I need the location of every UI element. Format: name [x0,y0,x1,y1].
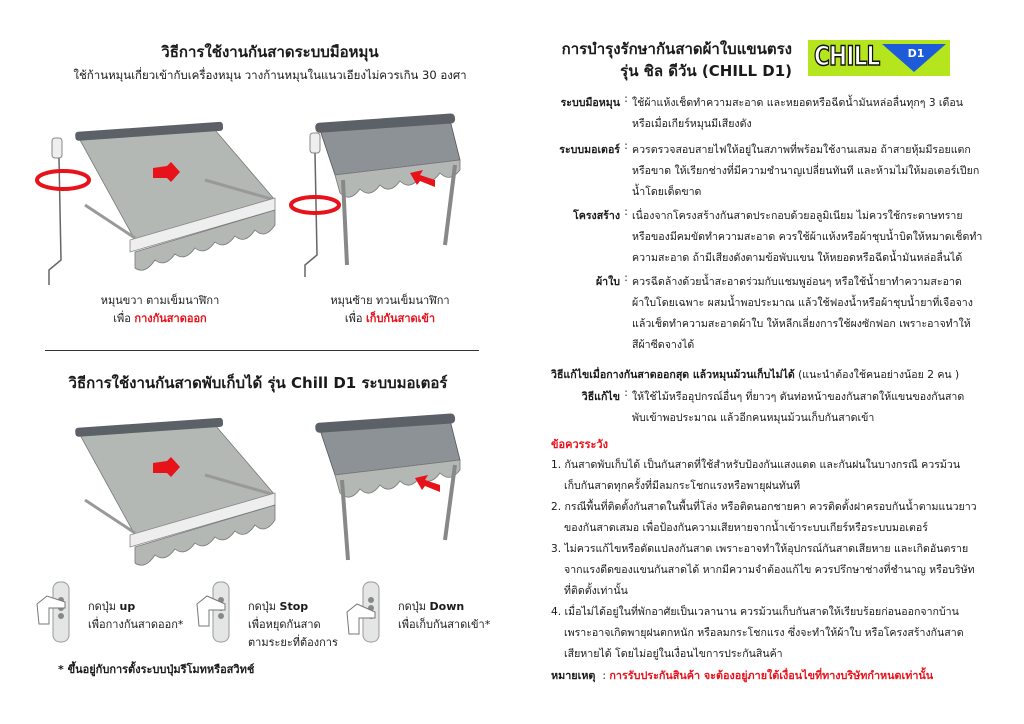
caution-item: 3. ไม่ควรแก้ไขหรือดัดแปลงกันสาด เพราะอาจ… [551,539,977,602]
maintenance-title-line2: รุ่น ชิล ดีวัน (CHILL D1) [620,62,792,80]
caption-open-action: กางกันสาดออก [134,312,207,325]
section-line: พับเข้าพอประมาณ แล้วอีกคนหมุนม้วนเก็บกัน… [632,412,875,424]
caution-line: เสียหายได้ โดยไม่อยู่ในเงื่อนไขการประกัน… [564,648,783,660]
section-motor: ระบบมอเตอร์: ควรตรวจสอบสายไฟให้อยู่ในสภา… [548,140,988,203]
awning-close-motor-illustration [315,413,461,561]
footnote: * ขึ้นอยู่กับการตั้งระบบปุ่มรีโมทหรือสวิ… [58,663,255,676]
section-line: หรือขาด ให้เรียกช่างที่มีความชำนาญเปลี่ย… [632,165,980,177]
caution-heading: ข้อควรระวัง [551,438,608,451]
caution-line: 2. กรณีพื้นที่ติดตั้งกันสาดในพื้นที่โล่ง… [551,501,977,513]
fix-heading: วิธีแก้ไขเมื่อกางกันสาดออกสุด แล้วหมุนม้… [551,369,795,381]
section-line: ให้ใช้ไม้หรืออุปกรณ์อื่นๆ ที่ยาวๆ ดันท่อ… [632,391,965,403]
section-line: ใช้ผ้าแห้งเช็ดทำความสะอาด และหยอดหรือฉีด… [632,97,964,109]
caption-open: หมุนขวา ตามเข็มนาฬิกา เพื่อ กางกันสาดออก [101,292,220,328]
section-line: เนื่องจากโครงสร้างกันสาดประกอบด้วยอลูมิเ… [632,210,963,222]
remote-stop-button-label: Stop [279,600,309,613]
caption-open-line1: หมุนขวา ตามเข็มนาฬิกา [100,294,220,307]
remote-stop-desc-1: เพื่อหยุดกันสาด [248,618,321,631]
fix-heading-row: วิธีแก้ไขเมื่อกางกันสาดออกสุด แล้วหมุนม้… [551,366,959,383]
arrow-icon [153,162,180,182]
section-label: ผ้าใบ [595,276,620,288]
remote-up-desc: เพื่อกางกันสาดออก* [88,618,184,631]
awning-open-motor-illustration [75,417,276,566]
caution-list: 1. กันสาดพับเก็บได้ เป็นกันสาดที่ใช้สำหร… [551,455,977,665]
section-line: ควรฉีดล้างด้วยน้ำสะอาดร่วมกับแชมพูอ่อนๆ … [632,276,962,288]
section-line: หรือเมื่อเกียร์หมุนมีเสียงดัง [632,118,752,130]
section-structure: โครงสร้าง: เนื่องจากโครงสร้างกันสาดประกอ… [548,206,988,269]
section-label: ระบบมือหมุน [560,97,620,109]
section-fabric: ผ้าใบ: ควรฉีดล้างด้วยน้ำสะอาดร่วมกับแชมพ… [548,272,988,356]
caution-line: เพราะอาจเกิดพายุฝนตกหนัก หรือลมกระโชกแรง… [564,627,964,639]
remote-down-prefix: กดปุ่ม [398,600,427,613]
caution-item: 1. กันสาดพับเก็บได้ เป็นกันสาดที่ใช้สำหร… [551,455,977,497]
caution-line: 3. ไม่ควรแก้ไขหรือดัดแปลงกันสาด เพราะอาจ… [551,543,969,555]
awning-close-manual-illustration [289,113,461,277]
section-label: วิธีแก้ไข [581,391,620,403]
remote-down-button-label: Down [429,600,465,613]
section-label: ระบบมอเตอร์ [559,144,620,156]
note-label: หมายเหตุ [551,669,596,682]
maintenance-title-line1: การบำรุงรักษากันสาดผ้าใบแขนตรง [561,40,792,58]
caution-line: ที่ติดตั้งเท่านั้น [564,585,628,597]
remote-hand-icon [196,581,230,643]
remote-hand-icon [36,581,70,643]
arrow-icon [153,457,180,477]
section-fix: วิธีแก้ไข: ให้ใช้ไม้หรืออุปกรณ์อื่นๆ ที่… [548,387,988,429]
arrow-icon [415,475,440,492]
section-line: ควรตรวจสอบสายไฟให้อยู่ในสภาพที่พร้อมใช้ง… [632,144,971,156]
section-divider [45,350,479,351]
maintenance-title: การบำรุงรักษากันสาดผ้าใบแขนตรง รุ่น ชิล … [560,38,792,82]
section-line: น้ำโดยเด็ดขาด [632,186,702,198]
rotate-clockwise-icon [35,169,91,191]
section-line: แล้วเช็ดทำความสะอาดผ้าใบ ให้หลีกเลี่ยงกา… [632,318,971,330]
caution-line: 4. เมื่อไม่ได้อยู่ในที่พักอาศัยเป็นเวลาน… [551,606,959,618]
note-row: หมายเหตุ : การรับประกันสินค้า จะต้องอยู่… [551,669,934,682]
awning-open-manual-illustration [35,121,276,285]
section-line: สีผ้าซีดจางได้ [632,339,695,351]
caution-line: จากแรงดีดของแขนกันสาดได้ หากมีความจำต้อง… [564,564,975,576]
rotate-counterclockwise-icon [289,195,341,215]
caution-line: ของกันสาดเสมอ เพื่อป้องกันความเสียหายจาก… [564,522,928,534]
logo-badge: D1 [882,44,946,72]
section-line: ผ้าใบโดยเฉพาะ ผสมน้ำพอประมาณ แล้วใช้ฟองน… [632,297,973,309]
chill-d1-logo: CHILL D1 [808,40,950,76]
remote-up-button-label: up [119,600,136,613]
caption-close: หมุนซ้าย ทวนเข็มนาฬิกา เพื่อ เก็บกันสาดเ… [330,292,449,328]
remote-stop-desc-2: ตามระยะที่ต้องการ [248,636,338,649]
caution-line: 1. กันสาดพับเก็บได้ เป็นกันสาดที่ใช้สำหร… [551,459,961,471]
remote-stop-prefix: กดปุ่ม [248,600,277,613]
section-manual: ระบบมือหมุน: ใช้ผ้าแห้งเช็ดทำความสะอาด แ… [548,93,988,135]
caption-close-prefix: เพื่อ [344,312,363,325]
remote-up: กดปุ่ม up เพื่อกางกันสาดออก* [35,581,195,643]
motor-title: วิธีการใช้งานกันสาดพับเก็บได้ รุ่น Chill… [68,374,448,392]
caption-close-action: เก็บกันสาดเข้า [366,312,436,325]
section-line: หรือของมีคมขัดทำความสะอาด ควรใช้ผ้าแห้งห… [632,231,983,243]
section-label: โครงสร้าง [573,210,620,222]
caution-item: 2. กรณีพื้นที่ติดตั้งกันสาดในพื้นที่โล่ง… [551,497,977,539]
arrow-icon [410,170,435,187]
remote-stop: กดปุ่ม Stop เพื่อหยุดกันสาด ตามระยะที่ต้… [195,581,355,652]
caption-open-prefix: เพื่อ [113,312,131,325]
caution-line: เก็บกันสาดทุกครั้งที่มีลมกระโชกแรงหรือพา… [564,480,801,492]
fix-note: (แนะนำต้องใช้คนอย่างน้อย 2 คน ) [798,369,960,381]
caption-close-line1: หมุนซ้าย ทวนเข็มนาฬิกา [330,294,450,307]
section-line: ความสะอาด ถ้ามีเสียงดังตามข้อพับแขน ให้ห… [632,252,963,264]
caution-item: 4. เมื่อไม่ได้อยู่ในที่พักอาศัยเป็นเวลาน… [551,602,977,665]
remote-up-prefix: กดปุ่ม [88,600,117,613]
manual-subtitle: ใช้ก้านหมุนเกี่ยวเข้ากับเครื่องหมุน วางก… [73,68,467,82]
remote-down: กดปุ่ม Down เพื่อเก็บกันสาดเข้า* [345,581,505,643]
svg-text:D1: D1 [908,47,925,60]
note-text: การรับประกันสินค้า จะต้องอยู่ภายใต้เงื่อ… [609,669,934,682]
remote-hand-icon [346,581,380,643]
remote-down-desc: เพื่อเก็บกันสาดเข้า* [398,618,491,631]
manual-title: วิธีการใช้งานกันสาดระบบมือหมุน [161,43,379,61]
